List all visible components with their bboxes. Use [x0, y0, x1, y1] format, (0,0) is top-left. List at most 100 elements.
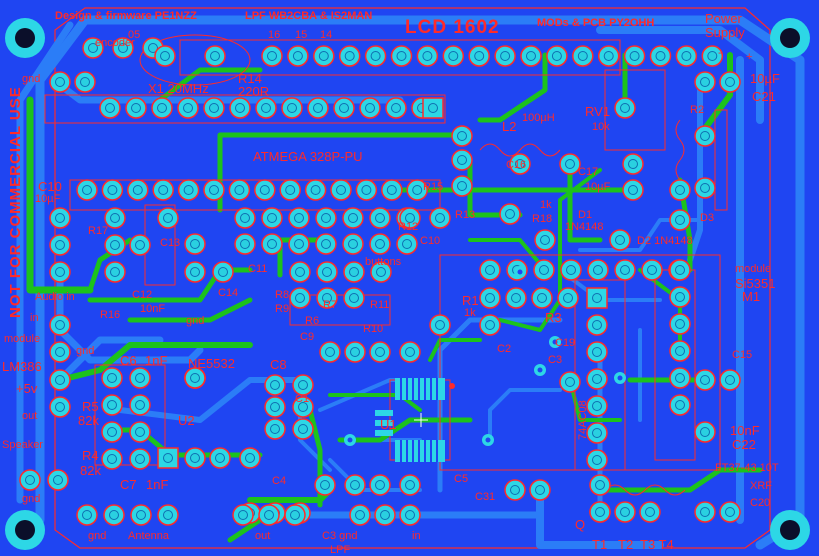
- round-pad: [287, 45, 309, 67]
- round-pad: [281, 97, 303, 119]
- round-pad: [101, 179, 124, 201]
- round-pad: [399, 341, 421, 363]
- round-pad: [103, 504, 125, 526]
- round-pad: [719, 71, 741, 93]
- label-r6: R6: [305, 315, 320, 327]
- round-pad: [399, 474, 421, 496]
- label-c2: C2: [497, 343, 512, 355]
- round-pad: [255, 97, 277, 119]
- label-d1: D1: [578, 209, 593, 221]
- label-lm386: LM386: [2, 359, 42, 374]
- round-pad: [529, 479, 551, 501]
- label-c13: C13: [160, 237, 181, 249]
- round-pad: [49, 207, 71, 229]
- label-r14: R14: [238, 71, 262, 86]
- round-pad: [669, 394, 691, 416]
- round-pad: [694, 125, 716, 147]
- label-rv1: RV1: [585, 104, 611, 119]
- round-pad: [344, 474, 366, 496]
- round-pad: [694, 177, 716, 199]
- label-c6-val: 1nF: [145, 353, 168, 368]
- label-c9: C9: [300, 331, 315, 343]
- round-pad: [76, 504, 98, 526]
- label-r2: R2: [690, 104, 705, 116]
- round-pad: [494, 45, 516, 67]
- round-pad: [399, 504, 421, 526]
- round-pad: [560, 259, 582, 281]
- label-q: Q: [575, 517, 586, 532]
- label-l2: L2: [502, 119, 517, 134]
- label-r12: R12: [398, 221, 419, 233]
- round-pad: [442, 45, 465, 67]
- label-c12: C12: [132, 289, 153, 301]
- square-pad: [422, 97, 444, 119]
- round-pad: [279, 179, 301, 201]
- round-pad: [184, 233, 206, 255]
- label-xrf: XRF: [750, 480, 772, 492]
- label-74ac08: 74AC08: [577, 400, 589, 440]
- round-pad: [129, 448, 151, 470]
- label-r14-val: 220R: [238, 84, 270, 99]
- label-module-si5351: module: [735, 263, 772, 275]
- round-pad: [669, 179, 691, 201]
- round-pad: [429, 207, 451, 229]
- round-pad: [614, 259, 636, 281]
- round-pad: [649, 45, 672, 67]
- label-c17-val: 10µF: [585, 181, 611, 193]
- round-pad: [104, 261, 126, 283]
- round-pad: [531, 287, 553, 309]
- round-pad: [342, 207, 364, 229]
- round-pad: [639, 501, 661, 523]
- label-antenna: Antenna: [128, 530, 169, 542]
- round-pad: [234, 233, 256, 255]
- label-r7: R7: [323, 299, 338, 311]
- round-pad: [333, 97, 355, 119]
- label-lpf-credit: LPF WB2CBA & IS2MAN: [245, 10, 373, 22]
- round-pad: [228, 179, 251, 201]
- round-pad: [520, 45, 542, 67]
- round-pad: [364, 45, 387, 67]
- label-lcd: LCD 1602: [405, 17, 500, 38]
- round-pad: [177, 179, 200, 201]
- label-pin-05: 05: [128, 29, 141, 41]
- label-design-credit: Design & firmware PE1NZZ: [55, 10, 197, 22]
- label-r11: R11: [370, 299, 390, 311]
- label-mcu: ATMEGA 328P-PU: [253, 149, 363, 164]
- round-pad: [264, 396, 286, 418]
- round-pad: [451, 125, 473, 147]
- label-c13-val: 10nF: [140, 303, 166, 315]
- label-pin-14: 14: [320, 29, 333, 41]
- label-buttons: buttons: [365, 256, 402, 268]
- round-pad: [129, 367, 151, 389]
- label-m1: M1: [742, 289, 761, 304]
- label-gnd4: gnd: [22, 493, 41, 505]
- round-pad: [614, 501, 636, 523]
- label-c7-val: 1nF: [146, 477, 169, 492]
- round-pad: [152, 179, 174, 201]
- round-pad: [204, 45, 226, 67]
- via: [534, 364, 546, 376]
- via: [514, 266, 526, 278]
- round-pad: [232, 504, 254, 526]
- label-c10-val: 10µF: [35, 193, 61, 205]
- round-pad: [343, 287, 365, 309]
- label-c19: C19: [555, 337, 576, 349]
- round-pad: [694, 421, 716, 443]
- round-pad: [355, 179, 378, 201]
- round-pad: [589, 474, 611, 496]
- round-pad: [669, 340, 691, 362]
- round-pad: [586, 368, 608, 390]
- round-pad: [694, 369, 716, 391]
- square-pad: [586, 287, 608, 309]
- round-pad: [338, 45, 361, 67]
- label-u1: U1: [380, 417, 397, 432]
- round-pad: [261, 45, 283, 67]
- label-l2-val: 100µH: [522, 112, 555, 124]
- label-u2: U2: [178, 413, 195, 428]
- round-pad: [292, 418, 314, 440]
- label-c21-val: 10µF: [750, 71, 780, 86]
- round-pad: [129, 394, 151, 416]
- round-pad: [184, 261, 206, 283]
- round-pad: [586, 314, 608, 336]
- round-pad: [609, 229, 631, 251]
